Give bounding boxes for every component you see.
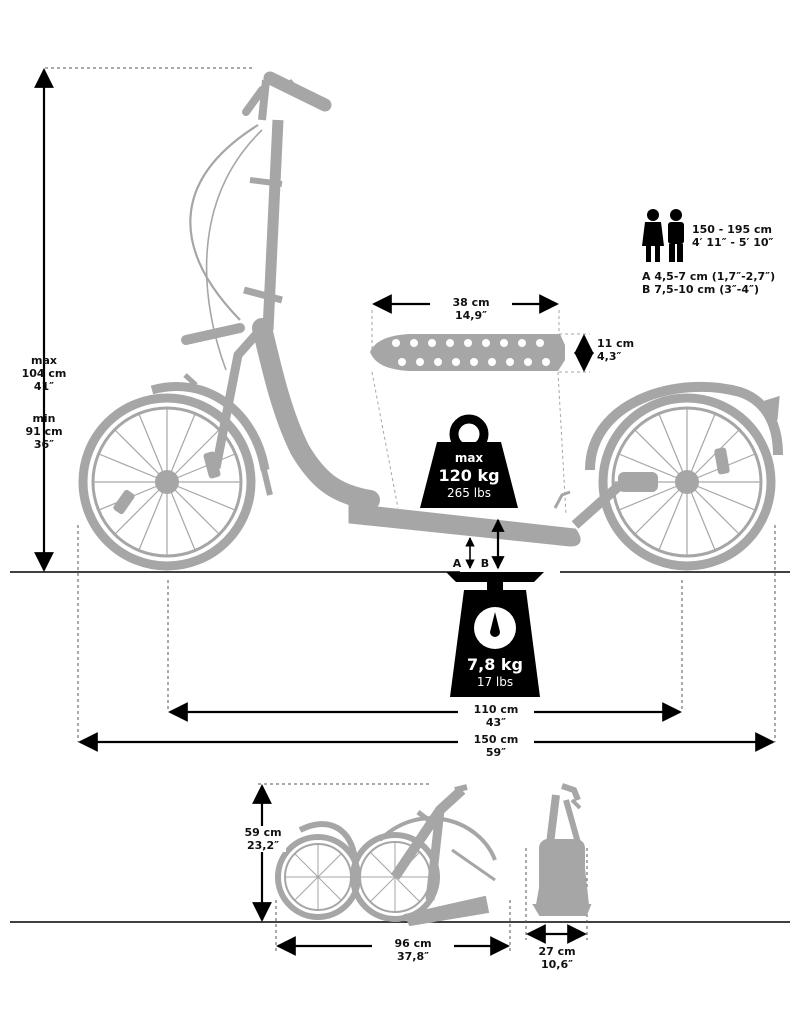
weight-kg: 7,8 kg	[466, 655, 523, 674]
deck-length-label: 38 cm 14,9″	[430, 296, 512, 322]
min-height-line1: min	[32, 412, 56, 425]
scale-icon	[446, 572, 544, 697]
scooter-side-view	[78, 71, 783, 571]
wheelbase-label: 110 cm 43″	[458, 703, 534, 729]
folded-width-cm: 27 cm	[538, 945, 576, 958]
folded-length-inch: 37,8″	[396, 950, 430, 963]
max-height-line3: 41″	[33, 380, 55, 393]
clearance-b-text: B 7,5-10 cm (3″-4″)	[642, 283, 759, 296]
deck-hole	[446, 339, 454, 347]
clearance-a-text: A 4,5-7 cm (1,7″-2,7″)	[642, 270, 776, 283]
deck-hole	[542, 358, 550, 366]
deck-detail	[370, 334, 565, 371]
total-length-inch: 59″	[485, 746, 507, 759]
min-height-line2: 91 cm	[25, 425, 63, 438]
deck-width-label: 11 cm 4,3″	[597, 337, 634, 363]
deck-hole	[452, 358, 460, 366]
folded-scooter-side-view	[275, 784, 497, 927]
deck-hole	[392, 339, 400, 347]
folded-length-cm: 96 cm	[394, 937, 432, 950]
deck-hole	[398, 358, 406, 366]
deck-hole	[524, 358, 532, 366]
folded-height-cm: 59 cm	[244, 826, 282, 839]
folded-width-label: 27 cm 10,6″	[526, 945, 588, 971]
deck-hole	[470, 358, 478, 366]
folded-height-inch: 23,2″	[246, 839, 280, 852]
deck-hole	[500, 339, 508, 347]
deck-hole	[536, 339, 544, 347]
total-length-cm: 150 cm	[473, 733, 519, 746]
folded-length-label: 96 cm 37,8″	[372, 937, 454, 963]
weight-lbs: 17 lbs	[476, 675, 514, 689]
rider-height-label: 150 - 195 cm 4′ 11″ - 5′ 10″	[692, 223, 773, 249]
max-height-line2: 104 cm	[21, 367, 67, 380]
front-wheel	[78, 393, 256, 571]
deck-width-cm: 11 cm	[597, 337, 635, 350]
deck-hole	[464, 339, 472, 347]
wheelbase-cm: 110 cm	[473, 703, 519, 716]
wheelbase-inch: 43″	[485, 716, 507, 729]
deck-hole	[488, 358, 496, 366]
clearance-a-label: A	[451, 557, 463, 570]
clearance-b-label: B	[479, 557, 491, 570]
deck-hole	[428, 339, 436, 347]
min-height-label: min 91 cm 36″	[18, 412, 70, 451]
person-pair-icon	[642, 209, 684, 262]
deck-width-inch: 4,3″	[597, 350, 622, 363]
total-length-label: 150 cm 59″	[458, 733, 534, 759]
deck-hole	[410, 339, 418, 347]
deck-hole	[506, 358, 514, 366]
min-height-line3: 36″	[33, 438, 55, 451]
deck-length-cm: 38 cm	[452, 296, 490, 309]
clearance-legend: A 4,5-7 cm (1,7″-2,7″) B 7,5-10 cm (3″-4…	[642, 270, 775, 296]
deck-hole	[518, 339, 526, 347]
deck-hole	[482, 339, 490, 347]
deck-hole	[434, 358, 442, 366]
max-load-prefix: max	[454, 451, 484, 465]
max-load-weight-icon	[420, 414, 518, 508]
max-load-lbs: 265 lbs	[447, 486, 491, 500]
rider-height-cm: 150 - 195 cm	[692, 223, 772, 236]
max-height-label: max 104 cm 41″	[18, 354, 70, 393]
deck-hole	[416, 358, 424, 366]
folded-width-inch: 10,6″	[540, 958, 574, 971]
folded-scooter-front-view	[532, 783, 592, 916]
folded-height-label: 59 cm 23,2″	[240, 826, 286, 852]
deck-length-inch: 14,9″	[454, 309, 488, 322]
max-load-kg: 120 kg	[438, 466, 500, 485]
rider-height-ft: 4′ 11″ - 5′ 10″	[692, 236, 774, 249]
max-height-line1: max	[31, 354, 57, 367]
rear-wheel	[598, 393, 776, 571]
